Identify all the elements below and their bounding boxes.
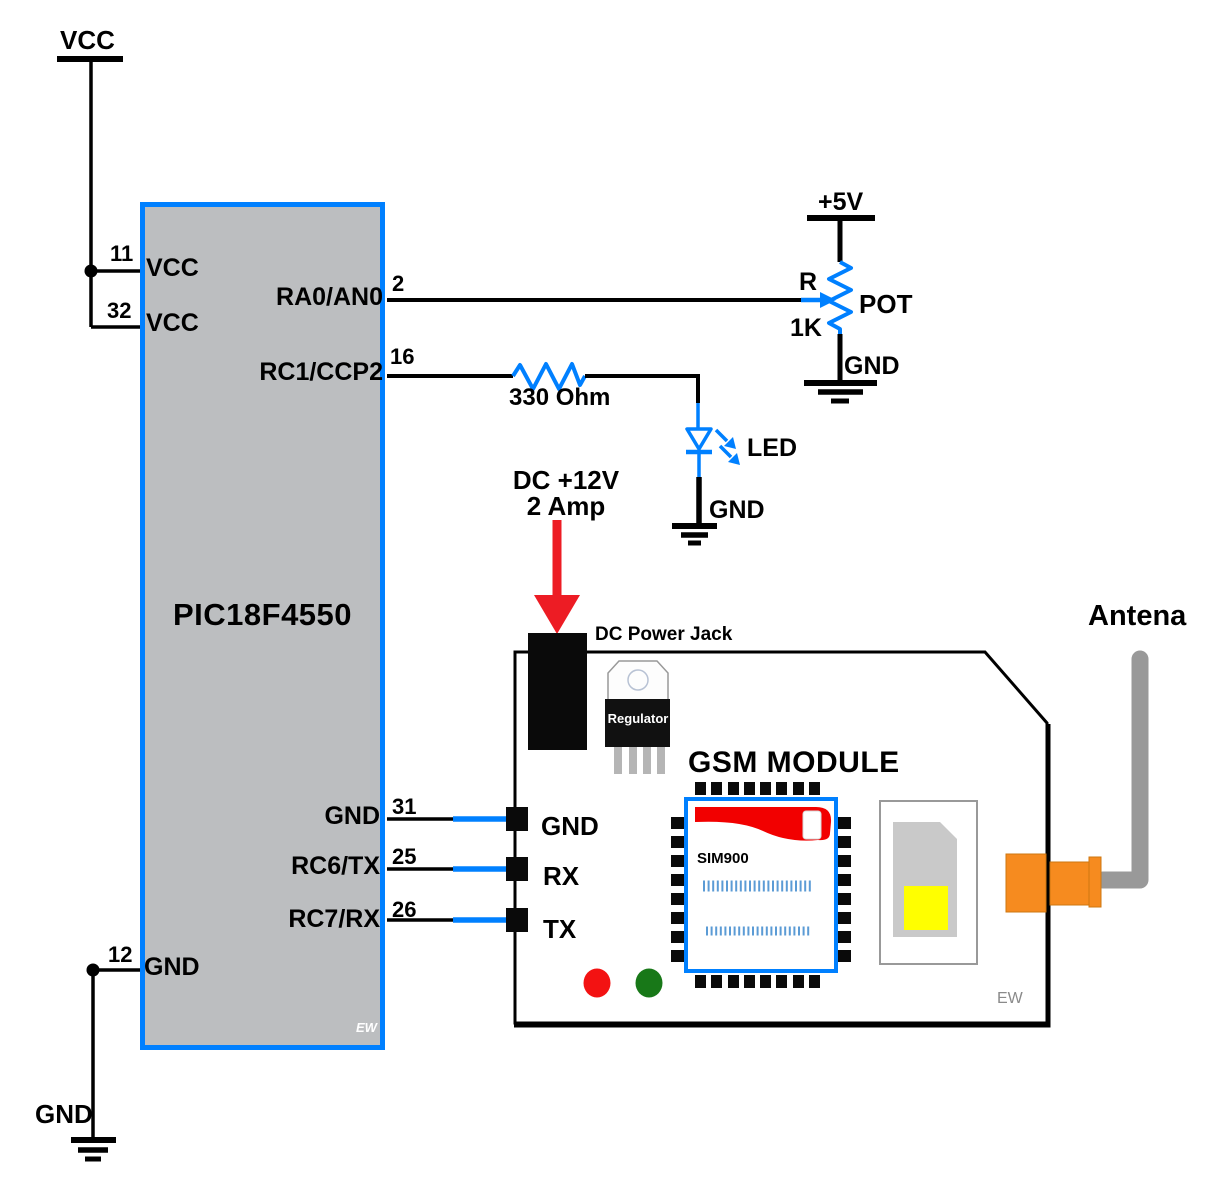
pot-supply-label: +5V — [818, 188, 864, 216]
pot-label: POT — [859, 289, 913, 319]
light-arrow-icon — [728, 453, 740, 465]
pin-number-31: 31 — [392, 794, 417, 819]
pin-label-gnd-12: GND — [144, 953, 200, 981]
mounting-hole-icon — [627, 669, 649, 691]
sim900-chip-label: SIM900 — [697, 850, 749, 867]
dc-supply-arrow-icon — [534, 520, 580, 634]
pin-label-ra0: RA0/AN0 — [276, 283, 383, 311]
antenna-label: Antena — [1088, 600, 1187, 632]
pin-number-11: 11 — [110, 241, 134, 266]
simcom-logo-icon — [695, 807, 832, 841]
pin-number-12: 12 — [108, 942, 133, 967]
regulator-label: Regulator — [607, 711, 669, 726]
mcu-body — [140, 202, 385, 1050]
board-pin-tx — [506, 908, 528, 932]
board-gnd-label: GND — [541, 811, 599, 841]
light-arrow-icon — [724, 437, 736, 449]
regulator-component — [605, 660, 670, 774]
led-symbol — [672, 427, 740, 546]
pin-label-rc1: RC1/CCP2 — [259, 358, 383, 386]
sim900-chip — [671, 782, 851, 988]
bottom-gnd-label: GND — [35, 1099, 93, 1129]
gsm-module-title: GSM MODULE — [688, 746, 900, 779]
pin-label-vcc-11: VCC — [146, 254, 199, 282]
sim-card-holder — [879, 800, 978, 965]
status-led-red — [583, 968, 611, 998]
jack-label: DC Power Jack — [595, 624, 733, 645]
status-led-green — [635, 968, 663, 998]
uart-wires — [387, 807, 528, 932]
vcc-rail-label: VCC — [60, 25, 115, 55]
pin-number-32: 32 — [107, 298, 132, 323]
dc-supply-line2: 2 Amp — [526, 491, 606, 521]
board-pin-rx — [506, 857, 528, 881]
sim-contact-pad — [904, 886, 948, 930]
resistor-value-label: 330 Ohm — [509, 384, 611, 411]
sim900-pads — [671, 782, 851, 988]
pin-number-16: 16 — [390, 344, 415, 369]
pin-label-gnd-31: GND — [324, 802, 380, 830]
board-rx-label: RX — [543, 861, 580, 891]
pin-label-rc7: RC7/RX — [288, 905, 380, 933]
pin-number-25: 25 — [392, 844, 417, 869]
potentiometer-symbol — [804, 215, 877, 404]
board-pin-gnd — [506, 807, 528, 831]
junction-dot — [86, 963, 100, 977]
led-gnd-label: GND — [709, 496, 765, 524]
mcu-watermark: EW — [356, 1020, 377, 1035]
pin-label-vcc-32: VCC — [146, 309, 199, 337]
dc-power-jack — [528, 633, 587, 750]
pin-number-26: 26 — [392, 897, 417, 922]
board-watermark: EW — [997, 990, 1023, 1007]
ra0-wire — [387, 292, 836, 308]
mcu-name: PIC18F4550 — [172, 597, 353, 632]
pin-number-2: 2 — [392, 271, 405, 296]
junction-dot — [84, 264, 98, 278]
vcc-rail-symbol — [57, 56, 141, 329]
dc-supply-line1: DC +12V — [512, 465, 620, 495]
antenna-rod — [1094, 650, 1149, 889]
pot-gnd-label: GND — [844, 352, 900, 380]
antenna-connector — [1005, 853, 1102, 913]
pot-ref-label: R — [799, 268, 818, 296]
pin-label-rc6: RC6/TX — [291, 852, 380, 880]
pot-value-label: 1K — [790, 314, 822, 342]
resistor-330-symbol — [387, 362, 700, 429]
led-label: LED — [747, 434, 797, 462]
gnd-rail-symbol — [71, 963, 141, 1162]
board-tx-label: TX — [543, 914, 577, 944]
